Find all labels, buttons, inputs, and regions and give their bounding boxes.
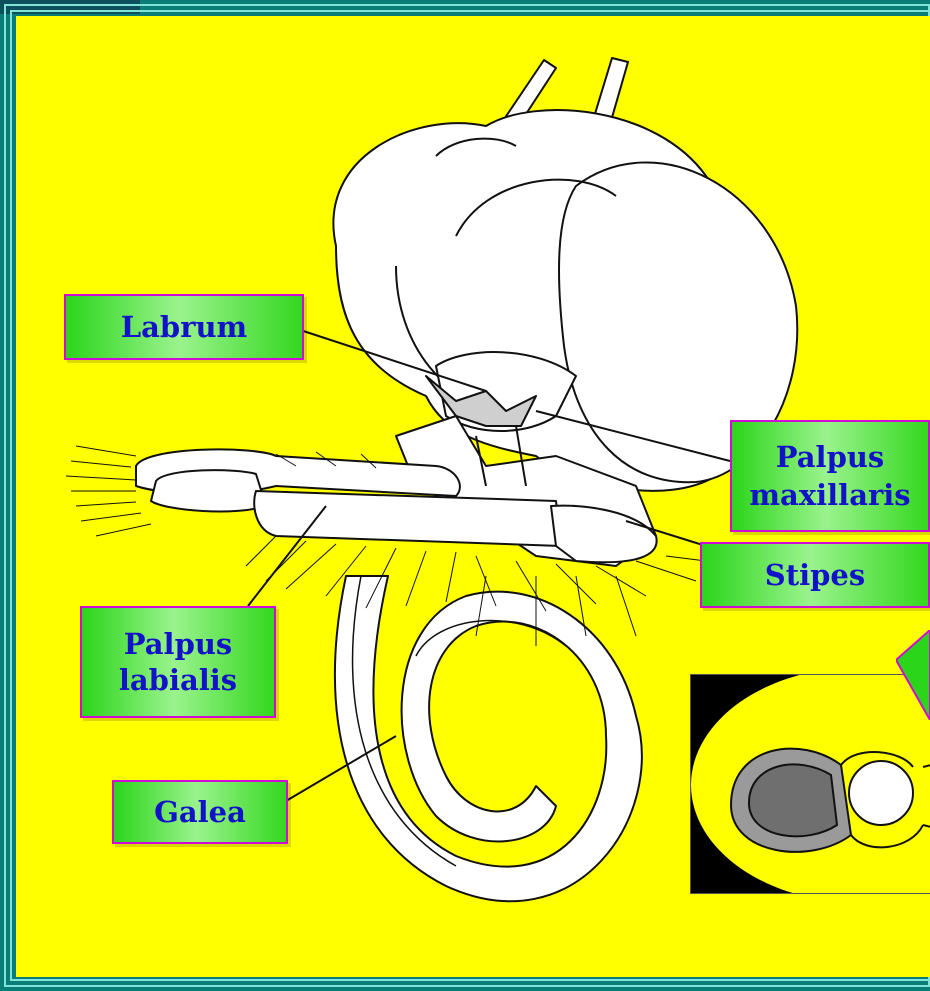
callout-pointer-shape	[896, 630, 930, 720]
label-galea: Galea	[112, 780, 288, 844]
label-palpus-labialis-text: Palpus labialis	[82, 626, 274, 698]
proboscis-cross-section-inset	[690, 674, 930, 894]
label-galea-text: Galea	[154, 795, 246, 829]
label-labrum: Labrum	[64, 294, 304, 360]
label-stipes: Stipes	[700, 542, 930, 608]
label-labrum-text: Labrum	[121, 310, 248, 344]
label-palpus-maxillaris-text: Palpus maxillaris	[732, 438, 928, 514]
label-stipes-text: Stipes	[765, 558, 865, 592]
label-palpus-labialis: Palpus labialis	[80, 606, 276, 718]
label-palpus-maxillaris: Palpus maxillaris	[730, 420, 930, 532]
diagram-panel: Labrum Palpus maxillaris Stipes Palpus l…	[16, 16, 930, 977]
galea-coil	[335, 576, 642, 901]
